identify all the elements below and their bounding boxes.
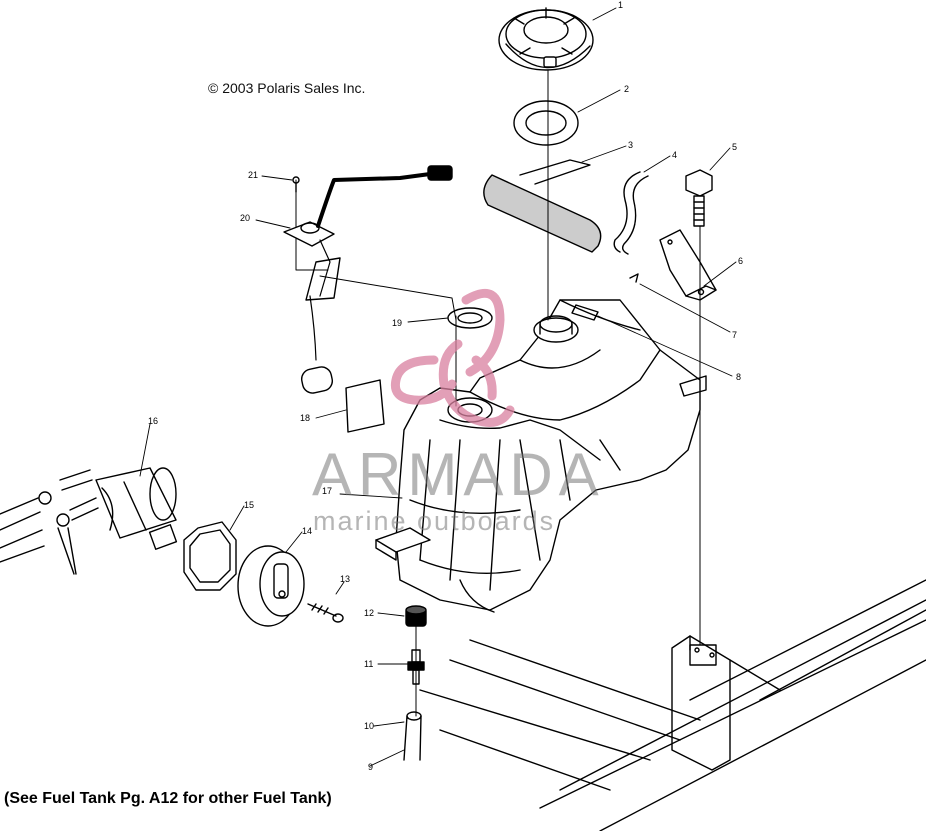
part-fuel-sender (283, 165, 453, 394)
callout-20: 20 (240, 213, 251, 223)
callout-21: 21 (248, 170, 259, 180)
watermark-tagline: marine outboards (313, 506, 556, 536)
part-vent-hose (613, 171, 649, 255)
frame-rails (419, 579, 926, 831)
watermark-word: ARMADA (312, 441, 605, 508)
callout-8: 8 (736, 372, 742, 382)
callout-9: 9 (368, 762, 374, 772)
part-cap-gasket (513, 100, 579, 146)
callout-10: 10 (364, 721, 375, 731)
part-bolt (685, 169, 713, 227)
part-fuel-tank (375, 299, 707, 613)
assembly-lines (295, 69, 701, 717)
callout-17: 17 (322, 486, 333, 496)
part-gauge-screw (307, 603, 344, 623)
callout-4: 4 (672, 150, 678, 160)
callout-3: 3 (628, 140, 634, 150)
callout-18: 18 (300, 413, 311, 423)
copyright-notice: © 2003 Polaris Sales Inc. (208, 80, 366, 96)
part-fitting (407, 649, 425, 685)
callout-2: 2 (624, 84, 630, 94)
callout-13: 13 (340, 574, 351, 584)
callout-15: 15 (244, 500, 255, 510)
part-bezel-ring (183, 521, 237, 591)
callout-7: 7 (732, 330, 738, 340)
callout-19: 19 (392, 318, 403, 328)
callout-12: 12 (364, 608, 375, 618)
callout-16: 16 (148, 416, 159, 426)
part-screw (292, 176, 300, 193)
callout-11: 11 (364, 659, 374, 669)
part-fuel-gauge (237, 545, 305, 627)
footer-note: (See Fuel Tank Pg. A12 for other Fuel Ta… (4, 790, 332, 807)
callout-1: 1 (618, 0, 624, 10)
part-fuel-hose (403, 711, 422, 761)
callout-6: 6 (738, 256, 744, 266)
callout-5: 5 (732, 142, 738, 152)
part-fuel-filter (0, 467, 178, 575)
callout-leaders (139, 7, 737, 767)
part-clip (629, 273, 639, 283)
part-decal (345, 379, 385, 433)
part-tank-pad (483, 159, 602, 253)
part-fuel-cap (498, 7, 594, 71)
part-gasket-small (447, 307, 493, 329)
part-grommet (405, 605, 427, 627)
watermark-logo (390, 288, 515, 427)
part-bracket (659, 229, 717, 301)
callout-14: 14 (302, 526, 313, 536)
